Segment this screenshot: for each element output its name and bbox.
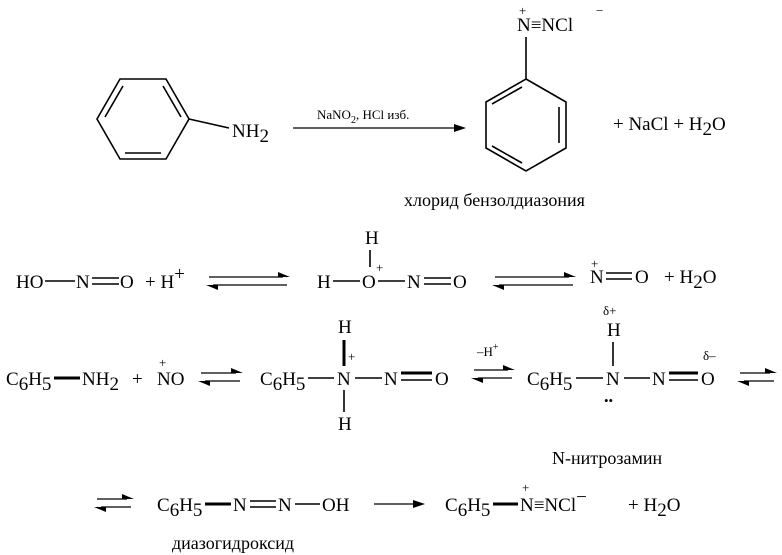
- svg-text:H: H: [338, 317, 352, 338]
- aniline-formula: C6H5 NH2: [6, 369, 119, 395]
- svg-text:N: N: [76, 272, 90, 293]
- svg-text:H: H: [338, 414, 352, 435]
- diazonium-product: C6H5 + N≡NCl−: [445, 480, 587, 521]
- svg-text:N: N: [384, 369, 398, 390]
- svg-text:HO: HO: [16, 272, 43, 293]
- water: + H2O: [628, 495, 680, 521]
- equilibrium-arrow: [94, 494, 134, 512]
- lone-pair: ••: [604, 393, 613, 408]
- svg-text:C6H5: C6H5: [157, 495, 202, 521]
- protonated-nitrous-acid: H + H O N O: [317, 228, 467, 293]
- nitrosonium-reagent: + NO: [157, 355, 184, 390]
- svg-text:N: N: [606, 369, 620, 390]
- delta-minus: δ–: [703, 348, 716, 363]
- c-n-bond: [188, 118, 230, 129]
- diazonium-benzene-ring: [485, 78, 567, 172]
- svg-text:+: +: [591, 256, 598, 271]
- svg-text:C6H5: C6H5: [527, 369, 572, 395]
- svg-text:+: +: [159, 355, 166, 370]
- nitrosonium-ion: + N O: [590, 256, 649, 288]
- aniline-benzene-ring: [96, 78, 190, 160]
- byproducts: + NaCl + H2O: [613, 114, 726, 140]
- chloride-charge: −: [596, 3, 603, 18]
- svg-text:N: N: [652, 369, 666, 390]
- svg-text:O: O: [701, 369, 715, 390]
- svg-text:NH2: NH2: [82, 369, 119, 395]
- diazohydroxide-caption: диазогидроксид: [172, 533, 294, 553]
- svg-text:OH: OH: [322, 495, 350, 516]
- svg-text:–H+: –H+: [476, 342, 499, 359]
- equilibrium-arrow: [737, 368, 777, 386]
- reaction1-arrow: NaNO2, HCl изб.: [293, 107, 466, 132]
- benzenediazonium-structure: + − N≡NCl: [485, 3, 603, 172]
- deprotonation-arrow: –H+: [471, 342, 515, 383]
- equilibrium-arrow: [198, 368, 243, 386]
- n-nitrosamine-structure: δ+ H C6H5 N •• N O δ–: [527, 303, 716, 408]
- svg-text:N: N: [337, 369, 351, 390]
- reaction4-arrow: [374, 500, 425, 508]
- benzenediazonium-chloride-caption: хлорид бензолдиазония: [404, 190, 585, 210]
- diazonium-charge: +: [519, 3, 526, 18]
- svg-text:+: +: [348, 349, 355, 364]
- delta-plus: δ+: [603, 303, 616, 318]
- svg-text:C6H5: C6H5: [6, 369, 51, 395]
- water: + H2O: [664, 267, 716, 293]
- svg-text:O: O: [362, 272, 376, 293]
- svg-text:N: N: [407, 272, 421, 293]
- nitrous-acid: HO N O: [16, 272, 134, 293]
- equilibrium-arrow: [492, 272, 576, 290]
- plus-sign: +: [132, 369, 143, 390]
- svg-text:C6H5: C6H5: [260, 369, 305, 395]
- svg-text:H: H: [607, 320, 621, 341]
- amino-group: NH2: [232, 121, 269, 147]
- diazohydroxide-structure: C6H5 N N OH: [157, 495, 350, 521]
- n-nitrosoanilinium-intermediate: H + C6H5 N N O H: [260, 317, 449, 435]
- svg-text:H: H: [365, 228, 379, 249]
- svg-text:O: O: [453, 272, 467, 293]
- svg-text:O: O: [635, 267, 649, 288]
- svg-text:N: N: [278, 495, 292, 516]
- svg-text:N: N: [233, 495, 247, 516]
- svg-text:H: H: [317, 272, 331, 293]
- svg-text:+: +: [522, 480, 529, 495]
- aniline-structure: NH2: [96, 78, 269, 160]
- n-nitrosamine-caption: N-нитрозамин: [552, 448, 662, 468]
- equilibrium-arrow: [206, 272, 290, 290]
- svg-text:N: N: [590, 267, 604, 288]
- oxonium-charge: +: [376, 260, 383, 275]
- svg-text:O: O: [435, 369, 449, 390]
- svg-text:C6H5: C6H5: [445, 495, 490, 521]
- svg-text:O: O: [120, 272, 134, 293]
- svg-text:NO: NO: [157, 369, 184, 390]
- proton: + H+: [145, 264, 185, 293]
- reagent-label: NaNO2, HCl изб.: [317, 107, 409, 126]
- svg-text:N≡NCl−: N≡NCl−: [520, 487, 587, 516]
- diazonium-group: N≡NCl: [517, 15, 573, 36]
